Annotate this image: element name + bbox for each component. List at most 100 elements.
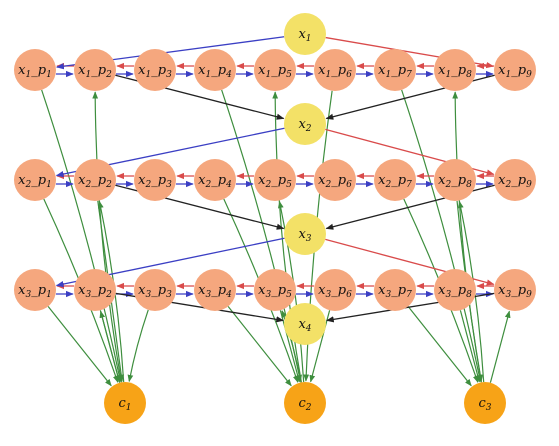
node-label: x2_p8 xyxy=(438,173,472,190)
node-label: x1_p1 xyxy=(18,63,52,80)
node-circle xyxy=(194,159,236,201)
label-subscript: 3 xyxy=(146,290,152,300)
label-text: x xyxy=(258,283,266,298)
label-subscript: 3 xyxy=(166,290,172,300)
p-node-x3p8[interactable]: x3_p8 xyxy=(434,269,476,311)
label-text: _p xyxy=(31,173,47,188)
label-text: _p xyxy=(151,283,167,298)
p-node-x1p5[interactable]: x1_p5 xyxy=(254,49,296,91)
p-node-x3p3[interactable]: x3_p3 xyxy=(134,269,176,311)
x-node-x2[interactable]: x2 xyxy=(284,103,326,145)
label-subscript: 7 xyxy=(406,70,412,80)
node-circle xyxy=(254,49,296,91)
label-subscript: 1 xyxy=(506,70,512,80)
label-text: x xyxy=(18,63,26,78)
p-node-x1p6[interactable]: x1_p6 xyxy=(314,49,356,91)
label-text: _p xyxy=(91,173,107,188)
label-subscript: 1 xyxy=(146,70,152,80)
p-node-x3p6[interactable]: x3_p6 xyxy=(314,269,356,311)
label-subscript: 1 xyxy=(206,70,212,80)
label-subscript: 3 xyxy=(306,234,312,244)
node-label: x3_p5 xyxy=(258,283,292,300)
node-label: x1_p5 xyxy=(258,63,292,80)
label-subscript: 3 xyxy=(386,290,392,300)
node-circle xyxy=(314,49,356,91)
node-label: x3_p2 xyxy=(78,283,112,300)
label-text: x xyxy=(258,63,266,78)
c-node-c3[interactable]: c3 xyxy=(464,382,506,424)
label-text: x xyxy=(198,173,206,188)
node-circle xyxy=(284,213,326,255)
label-text: x xyxy=(138,173,146,188)
label-subscript: 1 xyxy=(266,70,272,80)
green-edge xyxy=(127,309,149,383)
p-node-x2p9[interactable]: x2_p9 xyxy=(494,159,536,201)
green-edge xyxy=(47,306,112,387)
label-subscript: 1 xyxy=(386,70,392,80)
p-node-x2p7[interactable]: x2_p7 xyxy=(374,159,416,201)
p-node-x3p7[interactable]: x3_p7 xyxy=(374,269,416,311)
c-node-c2[interactable]: c2 xyxy=(284,382,326,424)
node-circle xyxy=(374,49,416,91)
label-subscript: 3 xyxy=(166,180,172,190)
p-node-x1p4[interactable]: x1_p4 xyxy=(194,49,236,91)
x-node-x3[interactable]: x3 xyxy=(284,213,326,255)
x-node-x4[interactable]: x4 xyxy=(284,303,326,345)
label-subscript: 9 xyxy=(526,180,532,190)
label-text: _p xyxy=(271,63,287,78)
p-node-x1p7[interactable]: x1_p7 xyxy=(374,49,416,91)
p-node-x2p3[interactable]: x2_p3 xyxy=(134,159,176,201)
label-subscript: 7 xyxy=(406,290,412,300)
x-node-x1[interactable]: x1 xyxy=(284,13,326,55)
label-text: _p xyxy=(211,173,227,188)
label-text: x xyxy=(318,63,326,78)
p-node-x3p2[interactable]: x3_p2 xyxy=(74,269,116,311)
label-subscript: 1 xyxy=(46,70,52,80)
green-edge xyxy=(41,89,122,383)
p-node-x3p1[interactable]: x3_p1 xyxy=(14,269,56,311)
p-node-x1p1[interactable]: x1_p1 xyxy=(14,49,56,91)
node-label: x3 xyxy=(298,227,311,244)
node-label: c3 xyxy=(478,396,491,413)
node-label: x3_p6 xyxy=(318,283,352,300)
node-circle xyxy=(284,103,326,145)
label-subscript: 1 xyxy=(46,180,52,190)
label-subscript: 1 xyxy=(86,70,92,80)
node-label: x3_p8 xyxy=(438,283,472,300)
p-node-x1p8[interactable]: x1_p8 xyxy=(434,49,476,91)
node-circle xyxy=(14,269,56,311)
node-label: x3_p4 xyxy=(198,283,232,300)
node-circle xyxy=(74,159,116,201)
p-node-x3p5[interactable]: x3_p5 xyxy=(254,269,296,311)
p-node-x1p3[interactable]: x1_p3 xyxy=(134,49,176,91)
green-edge xyxy=(99,310,121,383)
c-node-c1[interactable]: c1 xyxy=(104,382,146,424)
label-subscript: 3 xyxy=(86,290,92,300)
node-label: x2_p9 xyxy=(498,173,532,190)
node-label: c2 xyxy=(298,396,311,413)
p-node-x2p2[interactable]: x2_p2 xyxy=(74,159,116,201)
label-subscript: 7 xyxy=(406,180,412,190)
p-node-x1p2[interactable]: x1_p2 xyxy=(74,49,116,91)
label-subscript: 2 xyxy=(445,180,452,190)
p-node-x3p9[interactable]: x3_p9 xyxy=(494,269,536,311)
p-node-x2p5[interactable]: x2_p5 xyxy=(254,159,296,201)
p-node-x3p4[interactable]: x3_p4 xyxy=(194,269,236,311)
green-edge xyxy=(489,310,511,383)
p-node-x2p6[interactable]: x2_p6 xyxy=(314,159,356,201)
p-node-x2p1[interactable]: x2_p1 xyxy=(14,159,56,201)
green-edge xyxy=(407,306,472,387)
node-circle xyxy=(14,159,56,201)
p-node-x2p4[interactable]: x2_p4 xyxy=(194,159,236,201)
p-node-x1p9[interactable]: x1_p9 xyxy=(494,49,536,91)
node-circle xyxy=(494,269,536,311)
node-circle xyxy=(254,159,296,201)
label-subscript: 5 xyxy=(286,290,292,300)
p-node-x2p8[interactable]: x2_p8 xyxy=(434,159,476,201)
label-subscript: 2 xyxy=(25,180,32,190)
node-circle xyxy=(134,269,176,311)
label-text: _p xyxy=(151,63,167,78)
label-subscript: 3 xyxy=(26,290,32,300)
label-text: x xyxy=(198,63,206,78)
